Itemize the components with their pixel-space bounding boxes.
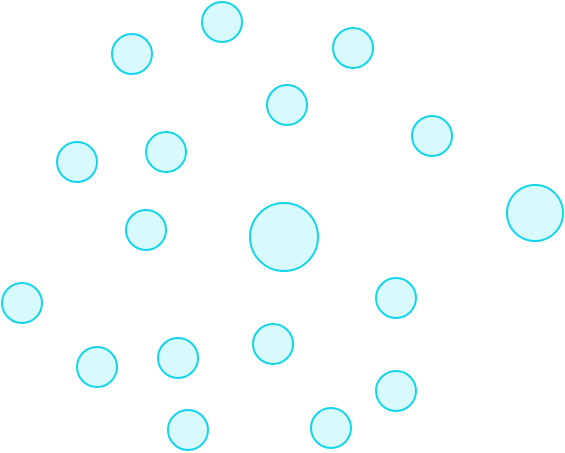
bubble-small-3	[332, 27, 374, 69]
bubble-small-5	[411, 115, 453, 157]
bubble-small-14	[157, 337, 199, 379]
bubble-large-9	[249, 202, 319, 272]
bubble-small-2	[111, 33, 153, 75]
bubble-small-17	[167, 409, 209, 451]
bubble-small-12	[375, 277, 417, 319]
bubble-small-15	[252, 323, 294, 365]
bubble-small-6	[56, 141, 98, 183]
bubble-small-1	[201, 1, 243, 43]
bubble-small-16	[375, 370, 417, 412]
bubble-medium-10	[506, 184, 564, 242]
bubble-small-18	[310, 407, 352, 449]
bubble-small-7	[145, 131, 187, 173]
bubble-small-8	[125, 209, 167, 251]
bubble-small-11	[1, 282, 43, 324]
bubble-small-13	[76, 346, 118, 388]
bubble-small-4	[266, 84, 308, 126]
